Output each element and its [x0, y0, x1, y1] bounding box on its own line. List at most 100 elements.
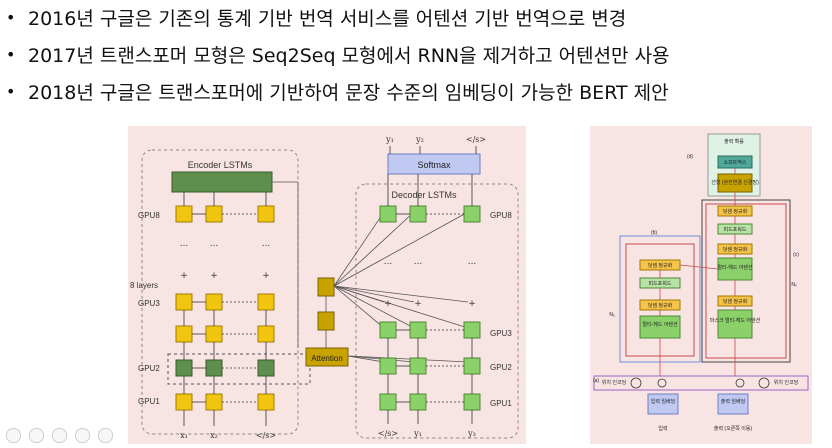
layers-label: 8 layers: [130, 281, 158, 290]
decoder-input-label: </s>: [378, 429, 398, 438]
plus: +: [180, 271, 188, 281]
gpu-label: GPU3: [490, 329, 512, 338]
plus: +: [210, 271, 218, 281]
gpu2-box: [167, 353, 311, 385]
encoder-horizontal-arrows: [183, 192, 267, 426]
encoder-cell: [205, 205, 223, 223]
decoder-arrows: [387, 146, 477, 424]
more-icon[interactable]: [98, 428, 113, 443]
plus: +: [468, 299, 476, 309]
decoder-cell: [379, 393, 397, 411]
encoder-cell: [175, 293, 193, 311]
gpu-label: GPU2: [490, 363, 512, 372]
ellipsis: ...: [384, 257, 393, 267]
feed-forward-label: 피드포워드: [723, 226, 746, 233]
zoom-icon[interactable]: [75, 428, 90, 443]
output-label: </s>: [466, 135, 486, 144]
attention-label: Attention: [311, 354, 343, 363]
decoder-cell: [409, 205, 427, 223]
ellipsis: ...: [180, 239, 189, 249]
encoder-cell: [175, 205, 193, 223]
bullet-item: •2018년 구글은 트랜스포머에 기반하여 문장 수준의 임베딩이 가능한 B…: [6, 82, 669, 104]
feed-forward-label: 피드포워드: [648, 280, 671, 287]
multi-head-label: 멀티-헤드 어텐션: [717, 264, 753, 271]
decoder-cell: [463, 321, 481, 339]
ellipsis: ...: [468, 257, 477, 267]
residual-arrows: [659, 168, 736, 376]
gpu-label: GPU1: [490, 399, 512, 408]
output-embedding-block: [717, 393, 749, 415]
decoder-cell: [379, 205, 397, 223]
gnmt-architecture-figure: Encoder LSTMs Decoder LSTMs Softmax y₁ y…: [128, 126, 526, 444]
input-embedding-label: 입력 임베딩: [651, 398, 675, 405]
encoder-cell: [205, 393, 223, 411]
plus: +: [414, 299, 422, 309]
linear-label: 선형 (완전연결 신경망): [711, 179, 759, 186]
plus: +: [384, 299, 392, 309]
play-icon[interactable]: [6, 428, 21, 443]
decoder-input-label: y₁: [413, 429, 422, 438]
encoder-cell: [257, 293, 275, 311]
masked-multi-head-label: 마스크 멀티-헤드 어텐션: [710, 317, 761, 324]
ellipsis: ...: [262, 239, 271, 249]
encoder-input-label: x₂: [210, 431, 218, 440]
ellipsis: ...: [210, 239, 219, 249]
decoder-cell: [409, 393, 427, 411]
output-label: y₂: [415, 135, 424, 144]
gpu-label: GPU3: [138, 299, 160, 308]
encoder-cell: [175, 325, 193, 343]
positional-encoding-symbols: [630, 377, 770, 389]
section-label-c: (c): [793, 252, 799, 258]
add-norm-label: 덧셈 정규화: [648, 302, 673, 309]
encoder-cell: [257, 393, 275, 411]
masked-multi-head-block: [717, 309, 753, 339]
attention-cell: [317, 311, 335, 331]
figure-background: [590, 126, 812, 444]
decoder-outer-box: [701, 199, 791, 363]
encoder-title: Encoder LSTMs: [188, 160, 253, 170]
gpu-label: GPU8: [490, 211, 512, 220]
attention-links: [272, 181, 469, 363]
encoder-cell: [175, 393, 193, 411]
ellipsis: ...: [414, 257, 423, 267]
n-x-label: Nₓ: [609, 312, 615, 318]
output-embedding-label: 출력 임베딩: [721, 398, 745, 405]
bullet-item: •2016년 구글은 기존의 통계 기반 번역 서비스를 어텐션 기반 번역으로…: [6, 8, 627, 30]
encoder-input-label: </s>: [256, 431, 276, 440]
add-norm-label: 덧셈 정규화: [648, 262, 673, 269]
presentation-toolbar: [6, 428, 113, 443]
gpu-label: GPU8: [138, 211, 160, 220]
pen-icon[interactable]: [29, 428, 44, 443]
decoder-cell: [463, 357, 481, 375]
plus: +: [262, 271, 270, 281]
decoder-inner-box: [705, 203, 787, 359]
encoder-cell: [257, 205, 275, 223]
n-x-label: Nₓ: [791, 282, 797, 288]
add-norm-label: 덧셈 정규화: [723, 298, 748, 305]
decoder-title: Decoder LSTMs: [391, 190, 457, 200]
transformer-architecture-figure: 출력 확률 소프트맥스 선형 (완전연결 신경망) 덧셈 정규화 피드포워드 덧…: [590, 126, 812, 444]
section-label-b: (b): [651, 230, 657, 236]
copy-icon[interactable]: [52, 428, 67, 443]
bullet-item: •2017년 트랜스포머 모형은 Seq2Seq 모형에서 RNN을 제거하고 …: [6, 45, 670, 67]
input-label: 입력: [658, 425, 667, 432]
encoder-input-label: x₁: [180, 431, 188, 440]
input-embedding-block: [647, 393, 679, 415]
add-norm-label: 덧셈 정규화: [723, 246, 748, 253]
encoder-cell: [175, 359, 193, 377]
gpu-label: GPU1: [138, 397, 160, 406]
encoder-cell: [257, 359, 275, 377]
encoder-cell: [205, 293, 223, 311]
decoder-cell: [463, 393, 481, 411]
encoder-cell: [257, 325, 275, 343]
decoder-cell: [379, 321, 397, 339]
encoder-output-block: [171, 171, 273, 193]
pos-encoding-label: 위치 인코딩: [774, 379, 798, 386]
decoder-input-label: y₃: [467, 429, 476, 438]
gpu-label: GPU2: [138, 364, 160, 373]
output-shifted-label: 출력 (오른쪽 이동): [714, 425, 753, 432]
section-label-d: (d): [687, 154, 693, 160]
softmax-label: 소프트맥스: [723, 159, 746, 166]
decoder-cell: [463, 205, 481, 223]
decoder-cell: [379, 357, 397, 375]
